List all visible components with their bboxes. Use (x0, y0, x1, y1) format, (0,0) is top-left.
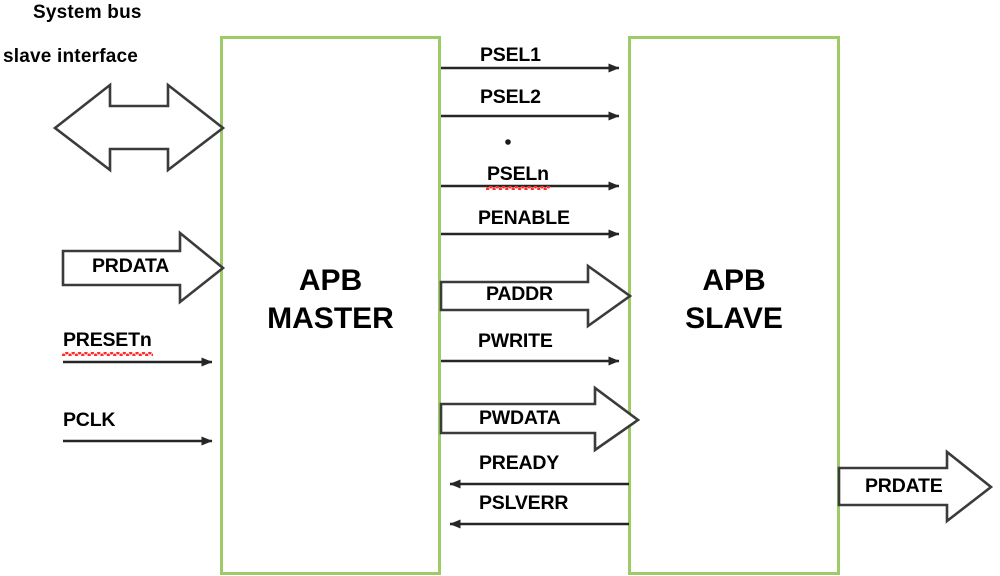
apb-master-label-line1: APB (298, 264, 363, 297)
presetn-label: PRESETn (62, 329, 153, 355)
pwrite-label: PWRITE (478, 330, 553, 352)
prdata-label: PRDATA (92, 255, 170, 277)
prdata-block-arrow (61, 230, 226, 305)
pseln-label: PSELn (486, 163, 550, 189)
title-line-2: slave interface (3, 46, 139, 67)
paddr-label: PADDR (486, 283, 553, 305)
psel1-label: PSEL1 (480, 44, 541, 66)
apb-master-label: APB MASTER (221, 262, 440, 337)
psel2-label: PSEL2 (480, 86, 541, 108)
pclk-label: PCLK (63, 409, 116, 431)
apb-master-box (220, 36, 441, 575)
presetn-label-text: PRESETn (62, 329, 153, 355)
pwdata-block-arrow (439, 385, 641, 453)
pseln-label-text: PSELn (486, 163, 550, 189)
pready-label: PREADY (479, 452, 560, 474)
apb-slave-box (628, 36, 840, 575)
apb-slave-label-line2: SLAVE (685, 301, 783, 335)
apb-slave-label-line1: APB (702, 264, 766, 297)
title-line-1: System bus (33, 2, 142, 23)
penable-label: PENABLE (478, 207, 570, 229)
prdate-block-arrow (837, 449, 994, 524)
apb-master-label-line2: MASTER (267, 301, 394, 335)
system-bus-double-arrow (52, 82, 226, 173)
prdate-label: PRDATE (865, 475, 943, 497)
paddr-block-arrow (439, 263, 633, 329)
ellipsis-dot-icon (505, 139, 511, 145)
pwdata-label: PWDATA (479, 407, 561, 429)
apb-slave-label: APB SLAVE (629, 262, 839, 337)
pslverr-label: PSLVERR (479, 492, 569, 514)
